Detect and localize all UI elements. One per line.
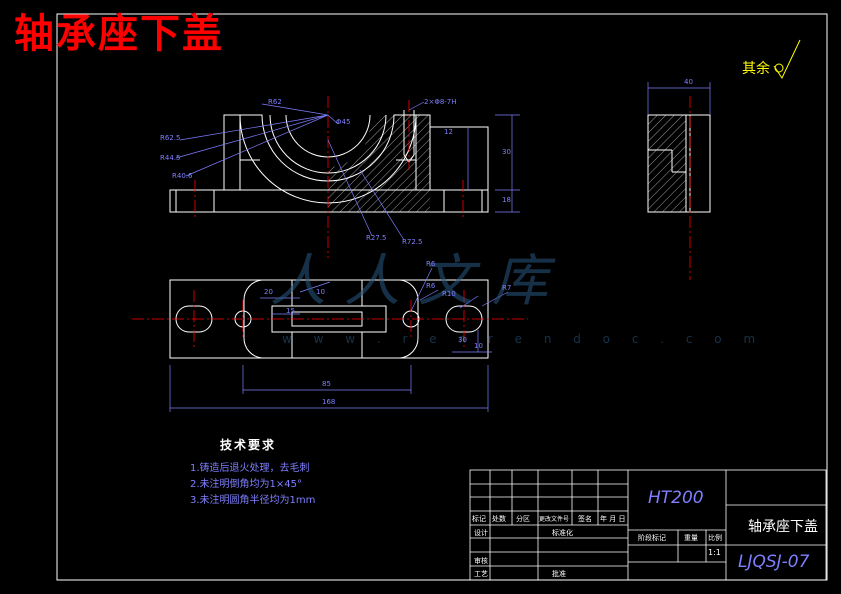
side-view <box>647 114 711 213</box>
dim-10: 10 <box>474 342 483 350</box>
technical-notes: 技术要求 1.铸造后退火处理，去毛刺 2.未注明倒角均为1×45° 3.未注明圆… <box>190 436 315 509</box>
tb-weight: 重量 <box>684 534 698 542</box>
dim-40: 40 <box>684 78 693 86</box>
tb-role: 设计 <box>474 529 488 537</box>
surface-finish-note: 其余 <box>742 61 770 77</box>
tb-scale-label: 比例 <box>708 534 722 542</box>
dim-168: 168 <box>322 398 336 406</box>
note-item: 3.未注明圆角半径均为1mm <box>190 495 316 506</box>
dim-r7: R7 <box>502 284 512 292</box>
tb-header: 签名 <box>578 515 592 523</box>
tb-role: 工艺 <box>474 570 488 578</box>
tb-header: 分区 <box>516 515 530 523</box>
tb-header: 处数 <box>492 515 506 523</box>
top-view-centerlines <box>132 290 528 348</box>
dim-r6b: R6 <box>426 282 436 290</box>
watermark-logo: 人人文库 <box>270 249 566 314</box>
note-item: 1.铸造后退火处理，去毛刺 <box>190 463 310 474</box>
dim-r62: R62 <box>268 98 282 106</box>
drawing-frame <box>56 13 828 581</box>
top-view-dims <box>169 267 509 412</box>
dim-r445: R44.5 <box>160 154 181 162</box>
dim-r725: R72.5 <box>402 238 423 246</box>
dim-r6: R6 <box>426 260 436 268</box>
tb-role: 审核 <box>474 557 488 565</box>
scale-value: 1:1 <box>708 548 721 557</box>
tb-approve: 批准 <box>552 570 566 578</box>
note-item: 2.未注明倒角均为1×45° <box>190 479 303 490</box>
dim-30b: 30 <box>458 336 467 344</box>
material-label: HT200 <box>648 488 704 508</box>
dim-phi45: Φ45 <box>336 118 351 126</box>
dim-18: 18 <box>502 196 511 204</box>
side-view-dim <box>647 82 711 115</box>
dim-15: 15 <box>286 307 295 315</box>
surface-finish-symbol <box>773 39 801 80</box>
dim-20: 20 <box>264 288 273 296</box>
dim-r10: R10 <box>442 290 456 298</box>
drawing-title: 轴承座下盖 <box>14 11 224 57</box>
front-view-leaders <box>175 101 520 241</box>
front-view-centerlines <box>194 96 464 258</box>
part-name: 轴承座下盖 <box>748 519 818 535</box>
tb-standardization: 标准化 <box>552 529 573 537</box>
dim-10b: 10 <box>316 288 325 296</box>
dim-r275: R27.5 <box>366 234 387 242</box>
dim-12: 12 <box>444 128 453 136</box>
front-view <box>169 110 489 213</box>
dim-r406: R40.6 <box>172 172 193 180</box>
dim-thread: 2×Φ8-7H <box>424 98 457 106</box>
dim-r625: R62.5 <box>160 134 181 142</box>
watermark-url: w w w . r e n r e n d o c . c o m <box>282 332 765 346</box>
dim-85: 85 <box>322 380 331 388</box>
notes-heading: 技术要求 <box>220 438 277 452</box>
tb-header: 更改文件号 <box>539 516 570 523</box>
drawing-number: LJQSJ-07 <box>738 552 810 572</box>
title-block <box>469 469 827 581</box>
dim-30: 30 <box>502 148 511 156</box>
tb-header: 年 月 日 <box>600 515 626 523</box>
tb-header: 标记 <box>472 515 486 523</box>
tb-stage: 阶段标记 <box>638 534 666 542</box>
